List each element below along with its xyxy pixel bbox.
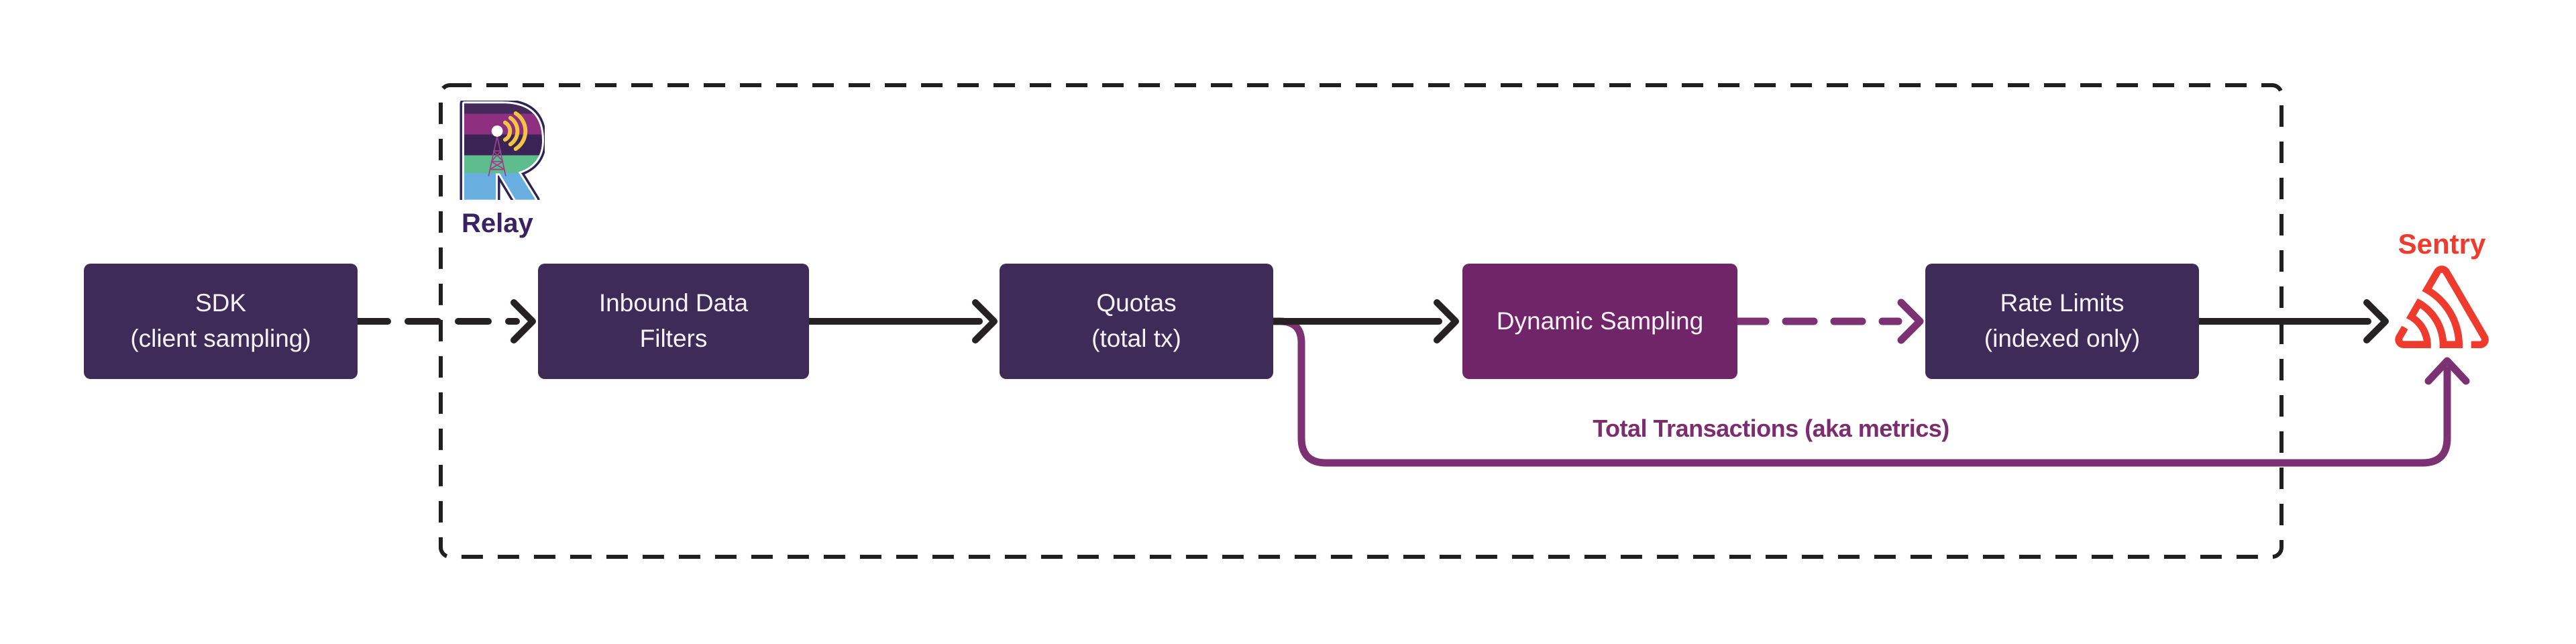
node-inbound-line1: Inbound Data (598, 289, 749, 317)
arrowhead-up-icon (2424, 357, 2470, 385)
edge-dynamic-to-ratelimits (1733, 299, 1924, 344)
node-quotas: Quotas (total tx) (1000, 264, 1273, 379)
relay-logo-block: Relay (459, 99, 580, 239)
relay-logo-icon (460, 99, 547, 205)
radio-tower-icon (488, 136, 506, 176)
node-dynamic-line1: Dynamic Sampling (1496, 307, 1704, 335)
arrowhead-right-icon (1897, 299, 1924, 344)
node-dynamic-sampling: Dynamic Sampling (1462, 264, 1737, 379)
node-sdk-line1: SDK (195, 289, 247, 317)
metrics-edge-label: Total Transactions (aka metrics) (1593, 415, 1949, 442)
arrowhead-right-icon (1434, 299, 1459, 343)
sentry-label: Sentry (2398, 228, 2486, 260)
arrowhead-right-icon (972, 299, 998, 343)
edge-quotas-to-dynamic (1269, 299, 1459, 343)
node-ratelimits-line2: (indexed only) (1984, 325, 2141, 352)
edge-sdk-to-inbound (354, 299, 536, 343)
sentry-logo-icon (2395, 266, 2489, 349)
node-inbound-line2: Filters (639, 325, 708, 352)
edge-ratelimits-to-sentry (2195, 299, 2389, 343)
signal-waves-icon (502, 111, 528, 151)
arrowhead-right-icon (511, 299, 536, 343)
node-ratelimits-line1: Rate Limits (2000, 289, 2125, 317)
node-sdk: SDK (client sampling) (84, 264, 358, 379)
tower-beacon-dot (491, 125, 503, 137)
arrowhead-right-icon (2363, 299, 2389, 343)
node-quotas-line1: Quotas (1096, 289, 1177, 317)
sentry-logo-block: Sentry (2387, 228, 2497, 352)
relay-label: Relay (462, 209, 533, 238)
edge-inbound-to-quotas (805, 299, 998, 343)
node-quotas-line2: (total tx) (1091, 325, 1181, 352)
node-inbound-data-filters: Inbound Data Filters (538, 264, 809, 379)
node-rate-limits: Rate Limits (indexed only) (1925, 264, 2199, 379)
edge-quotas-to-sentry-metrics (1269, 317, 2470, 467)
node-sdk-line2: (client sampling) (130, 325, 311, 352)
